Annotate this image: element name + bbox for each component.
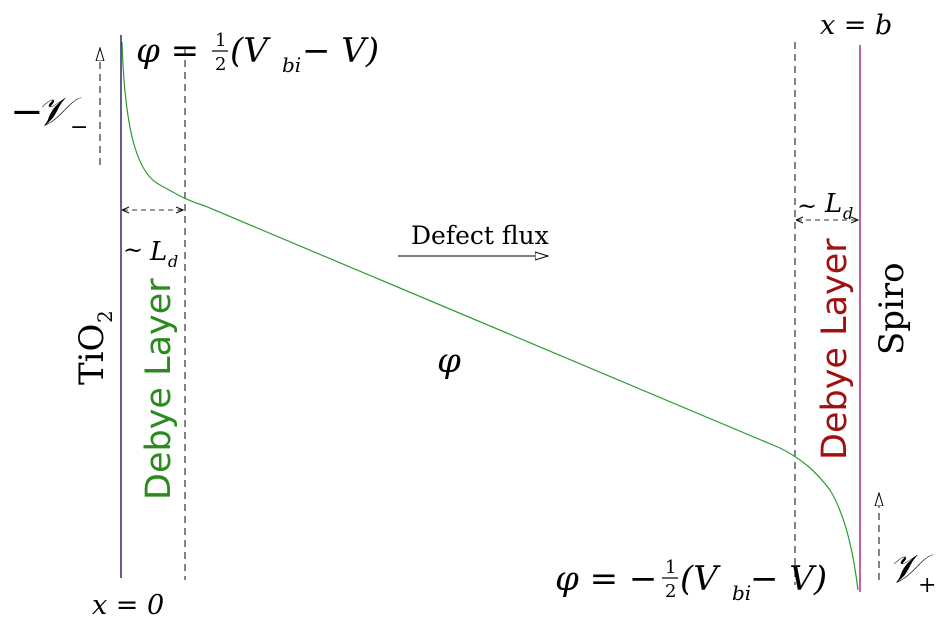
v-minus-label: − 𝒱 − [10, 89, 88, 140]
ld-left-label: ~ L d [123, 236, 178, 271]
x-right-label: x = b [820, 10, 892, 41]
phi-top-sub: bi [282, 53, 301, 77]
debye-layer-left: Debye Layer [139, 278, 179, 500]
phi-bottom-frac-num: 1 [665, 557, 676, 578]
phi-top-frac-num: 1 [215, 30, 226, 51]
ld-right-subscript: d [843, 204, 853, 223]
phi-bottom-rest: (V [680, 559, 721, 599]
tio2-subscript: 2 [93, 310, 117, 323]
potential-curve [121, 41, 859, 591]
tio2-text: TiO [72, 324, 112, 385]
phi-top-rest: (V [230, 31, 271, 71]
ld-right-tilde: ~ [797, 192, 817, 220]
debye-layer-right: Debye Layer [815, 238, 855, 460]
ld-left-symbol: L [149, 237, 167, 267]
spiro-label: Spiro [872, 262, 912, 355]
v-plus-label: 𝒱 + [888, 546, 936, 598]
defect-flux-label: Defect flux [411, 221, 549, 250]
phi-middle-label: φ [437, 341, 461, 381]
phi-top-tail: − V) [302, 31, 379, 71]
tio2-label: TiO 2 [72, 310, 117, 385]
phi-bottom-frac-den: 2 [665, 581, 676, 602]
ld-left-tilde: ~ [123, 236, 143, 264]
phi-bottom-tail: − V) [750, 559, 827, 599]
phi-bottom-prefix: φ = − [555, 559, 657, 599]
phi-bottom-boundary-condition: φ = − 1 2 (V bi − V) [555, 557, 827, 605]
phi-top-boundary-condition: φ = 1 2 (V bi − V) [136, 30, 379, 77]
ld-left-subscript: d [168, 252, 178, 271]
ld-right-symbol: L [824, 189, 842, 219]
phi-bottom-sub: bi [732, 581, 751, 605]
phi-top-prefix: φ = [136, 31, 199, 71]
v-minus-subscript: − [70, 115, 88, 140]
v-minus-sign: − [10, 89, 44, 135]
x-left-label: x = 0 [92, 590, 164, 621]
phi-top-frac-den: 2 [215, 54, 226, 75]
ld-right-label: ~ L d [797, 189, 853, 223]
v-plus-subscript: + [918, 573, 936, 598]
